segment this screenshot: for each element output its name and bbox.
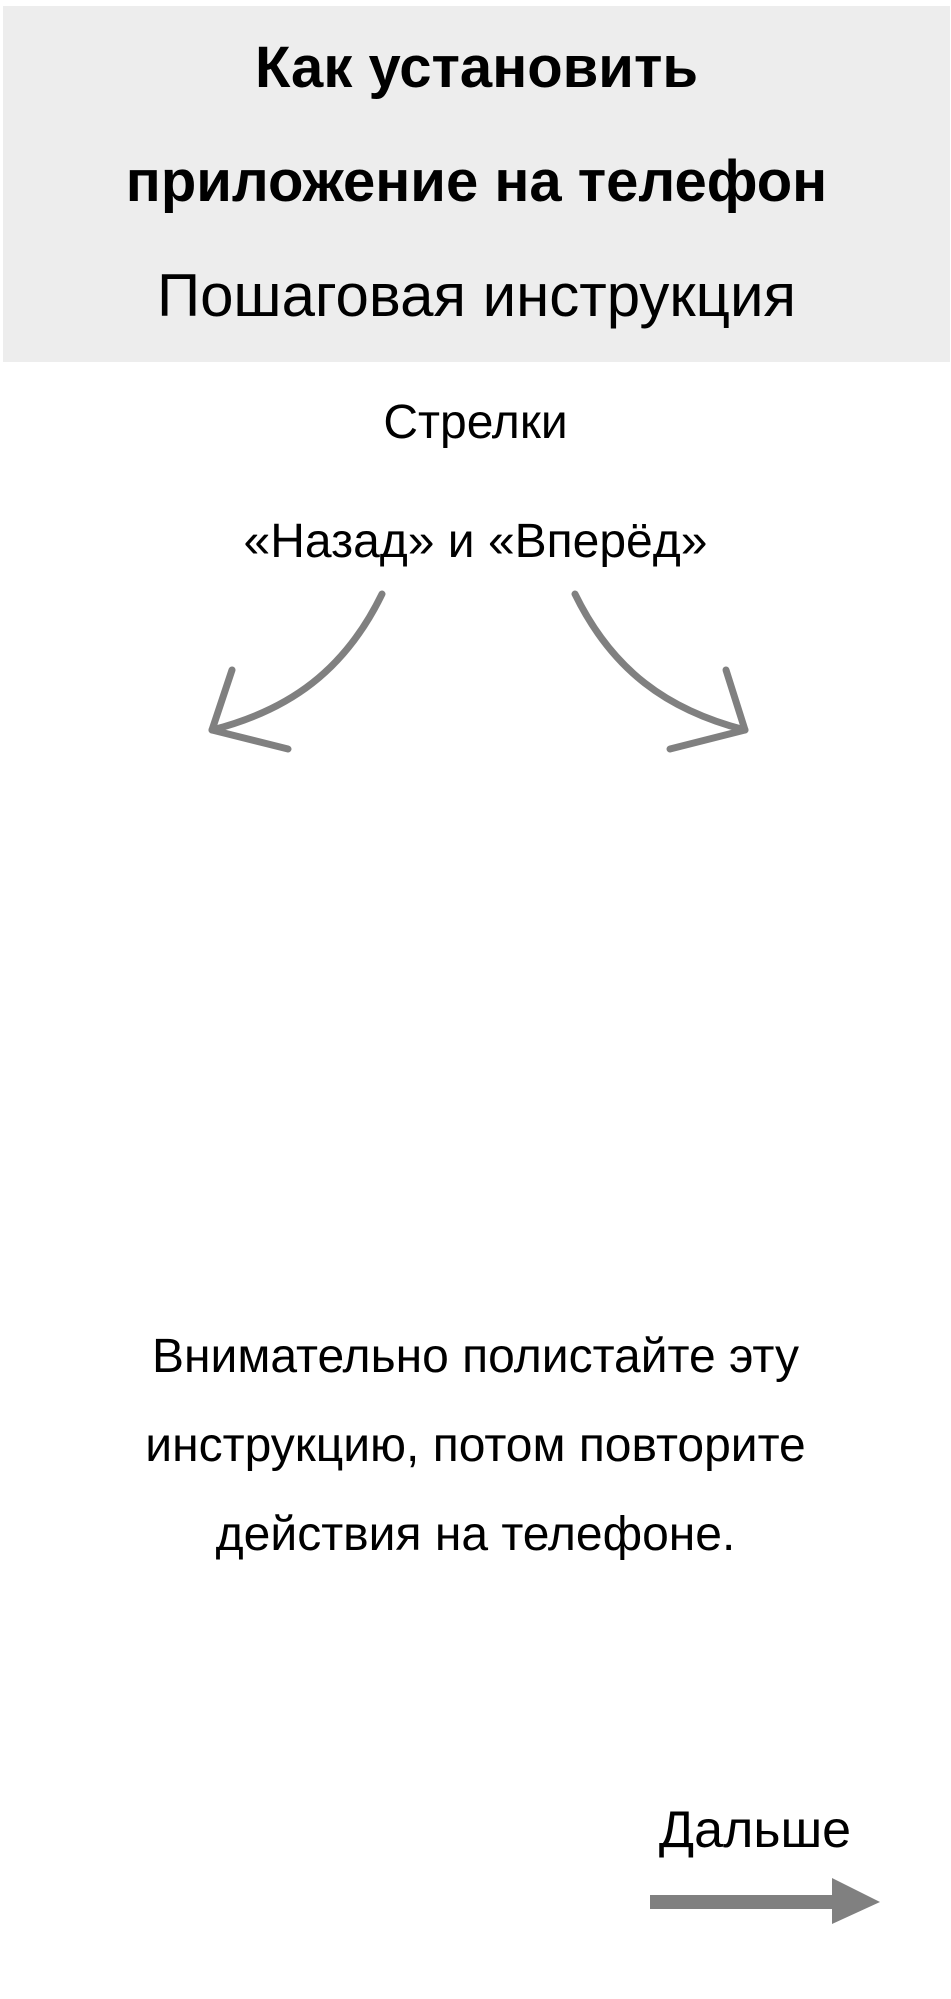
instruction-text: Внимательно полистайте эту инструкцию, п… (145, 1330, 806, 1561)
arrow-right-icon[interactable] (650, 1876, 880, 1926)
next-label[interactable]: Дальше (658, 1801, 852, 1859)
curved-arrow-left-icon (208, 590, 386, 753)
navigation-hint-arrows (0, 580, 951, 760)
arrows-hint-line-1: Стрелки (383, 396, 568, 449)
curved-arrow-right-icon (571, 590, 749, 753)
page-subtitle: Пошаговая инструкция (156, 262, 797, 329)
title-banner: Как установить приложение на телефон Пош… (3, 6, 950, 362)
page-title-line-1: Как установить (254, 35, 699, 100)
arrows-hint-line-2: «Назад» и «Вперёд» (243, 515, 708, 568)
page-title-line-2: приложение на телефон (125, 149, 828, 214)
